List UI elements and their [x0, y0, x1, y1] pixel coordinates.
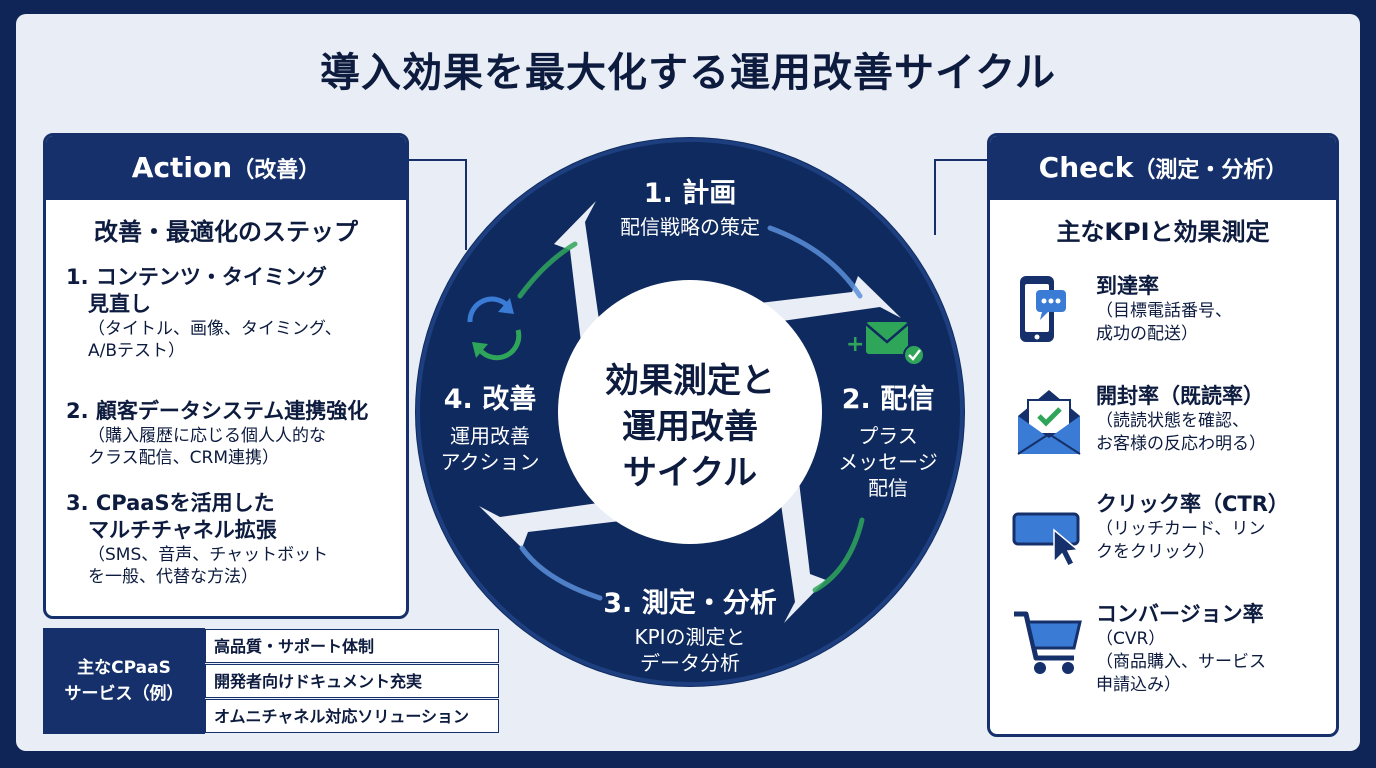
- center-line-3: サイクル: [623, 453, 757, 493]
- action-connector-line: [403, 159, 467, 250]
- stage-4-desc-2: アクション: [441, 450, 540, 474]
- shopping-cart-icon: [1014, 611, 1082, 674]
- action-panel: Action（改善） 改善・最適化のステップ 1. コンテンツ・タイミング 見直…: [43, 133, 409, 619]
- kpi-open-rate-name: 開封率（既読率）: [1096, 384, 1264, 408]
- kpi-cvr-desc-1: （CVR）: [1096, 629, 1166, 649]
- flow-arrow-2: [812, 517, 865, 593]
- center-line-1: 効果測定と: [605, 361, 775, 401]
- stage-2-desc-1: プラス: [858, 424, 918, 448]
- action-step-1-line2: 見直し: [88, 292, 151, 316]
- kpi-item-ctr: クリック率（CTR） （リッチカード、リン クをクリック）: [1012, 490, 1322, 580]
- action-step-3-line2: マルチチャネル拡張: [88, 518, 277, 542]
- kpi-item-cvr: コンバージョン率 （CVR） （商品購入、サービス 申請込み）: [1012, 600, 1322, 695]
- kpi-item-open-rate: 開封率（既読率） （読読状態を確認、 お客様の反応わ明る）: [1012, 382, 1322, 472]
- service-item-2: 開発者向けドキュメント充実: [205, 664, 499, 698]
- service-item-1: 高品質・サポート体制: [205, 629, 499, 663]
- flow-arrow-3: [519, 545, 603, 601]
- action-step-1-note1: （タイトル、画像、タイミング、: [88, 319, 342, 339]
- stage-4-title: 4. 改善: [444, 383, 536, 415]
- refresh-cycle-icon: [467, 296, 522, 361]
- check-panel-header: Check（測定・分析）: [990, 136, 1336, 200]
- stage-4-desc-1: 運用改善: [450, 424, 530, 448]
- stage-1-title: 1. 計画: [644, 177, 736, 209]
- action-step-1-note2: A/Bテスト）: [88, 341, 186, 361]
- cursor-click-icon: [1012, 512, 1080, 568]
- action-header-label: Action: [131, 151, 233, 184]
- check-panel: Check（測定・分析） 主なKPIと効果測定 到達率 （目標電話番号、 成功の…: [987, 133, 1339, 737]
- stage-2-desc-3: 配信: [868, 476, 908, 500]
- stage-3-desc-1: KPIの測定と: [634, 625, 745, 649]
- flow-arrow-1: [767, 225, 863, 299]
- stage-2-title: 2. 配信: [842, 384, 934, 415]
- services-label: 主なCPaaS サービス（例）: [43, 628, 205, 734]
- kpi-cvr-desc-2: （商品購入、サービス: [1096, 652, 1266, 672]
- action-step-2-note1: （購入履歴に応じる個人人的な: [88, 426, 326, 446]
- action-step-2: 2. 顧客データシステム連携強化 （購入履歴に応じる個人人的な クラス配信、CR…: [66, 398, 368, 469]
- check-header-sub: （測定・分析）: [1133, 158, 1288, 183]
- services-label-line2: サービス（例）: [64, 684, 184, 704]
- center-line-2: 運用改善: [622, 407, 758, 447]
- kpi-ctr-desc-1: （リッチカード、リン: [1096, 519, 1266, 539]
- svg-text:+: +: [846, 332, 864, 357]
- action-step-1-line1: 1. コンテンツ・タイミング: [66, 265, 327, 289]
- kpi-reach-desc-1: （目標電話番号、: [1096, 301, 1232, 321]
- stage-2-desc-2: メッセージ: [838, 450, 938, 474]
- action-step-3-line1: 3. CPaaSを活用した: [66, 491, 275, 515]
- check-connector-line: [934, 159, 987, 235]
- services-label-line1: 主なCPaaS: [77, 658, 171, 678]
- kpi-open-rate-desc-2: お客様の反応わ明る）: [1096, 434, 1266, 454]
- action-step-2-note2: クラス配信、CRM連携）: [88, 448, 280, 468]
- check-subheading: 主なKPIと効果測定: [1056, 218, 1270, 246]
- action-step-2-line1: 2. 顧客データシステム連携強化: [66, 399, 369, 423]
- action-panel-header: Action（改善）: [46, 136, 406, 200]
- action-header-sub: （改善）: [232, 158, 321, 183]
- service-item-3: オムニチャネル対応ソリューション: [205, 699, 499, 733]
- kpi-cvr-desc-3: 申請込み）: [1096, 675, 1181, 695]
- kpi-ctr-name: クリック率（CTR）: [1096, 492, 1289, 516]
- check-header-label: Check: [1038, 151, 1134, 184]
- action-subheading: 改善・最適化のステップ: [94, 218, 358, 246]
- open-envelope-check-icon: [1017, 390, 1081, 455]
- mail-plus-icon: +: [846, 322, 925, 366]
- stage-1-desc: 配信戦略の策定: [620, 215, 760, 239]
- page-title: 導入効果を最大化する運用改善サイクル: [320, 50, 1056, 96]
- cycle-ring-highlight: [416, 138, 964, 686]
- action-step-3-note2: を一般、代替な方法）: [88, 567, 258, 587]
- cycle-center: [558, 280, 822, 544]
- kpi-open-rate-desc-1: （読読状態を確認、: [1096, 411, 1249, 431]
- kpi-reach-desc-2: 成功の配送）: [1096, 324, 1198, 344]
- stage-3-title: 3. 測定・分析: [603, 587, 776, 619]
- smartphone-chat-icon: [1020, 276, 1066, 342]
- kpi-reach-name: 到達率: [1096, 274, 1159, 298]
- stage-3-desc-2: データ分析: [640, 651, 740, 675]
- action-step-3: 3. CPaaSを活用した マルチチャネル拡張 （SMS、音声、チャットボット …: [66, 490, 328, 588]
- action-step-1: 1. コンテンツ・タイミング 見直し （タイトル、画像、タイミング、 A/Bテス…: [66, 264, 342, 362]
- kpi-ctr-desc-2: クをクリック）: [1096, 542, 1215, 562]
- kpi-item-reach: 到達率 （目標電話番号、 成功の配送）: [1012, 272, 1322, 362]
- flow-arrow-4: [517, 241, 578, 299]
- action-step-3-note1: （SMS、音声、チャットボット: [88, 545, 329, 565]
- kpi-cvr-name: コンバージョン率: [1096, 602, 1264, 626]
